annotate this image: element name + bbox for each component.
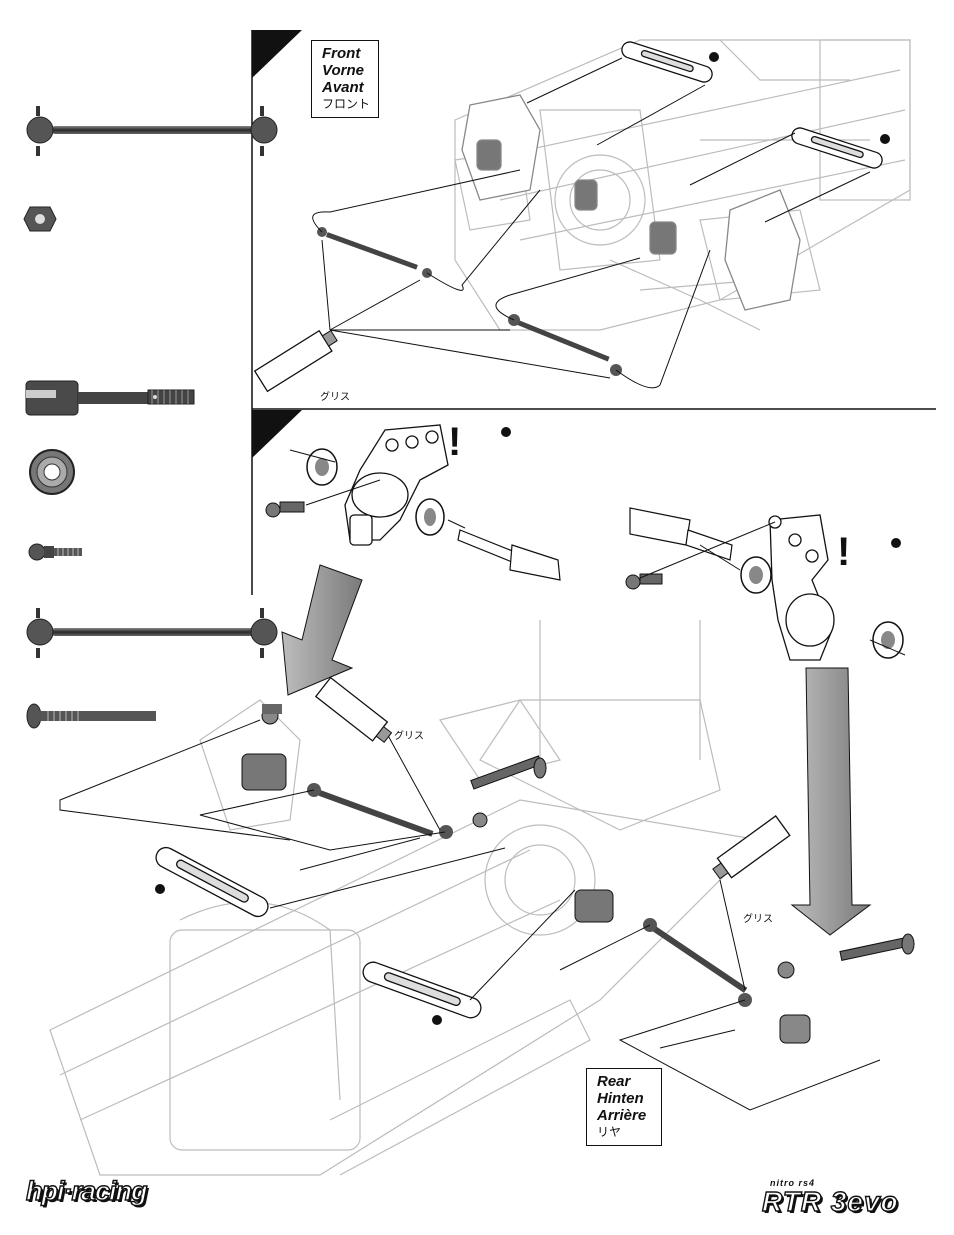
rear-shaft-2	[643, 918, 752, 1007]
axle-cup-icon	[25, 380, 195, 416]
ball-screw-icon	[265, 501, 305, 518]
drive-shaft-icon	[26, 608, 278, 658]
front-shaft-1	[317, 227, 432, 278]
warning-icon: !	[837, 530, 851, 574]
callout-dot	[880, 134, 890, 144]
front-shaft-2	[508, 314, 622, 376]
grease-tube-icon	[314, 676, 393, 743]
front-upper-arm-2	[791, 127, 883, 169]
grease-label-front: グリス	[320, 392, 350, 403]
front-label-fr: Avant	[322, 79, 364, 96]
step-marker-2	[252, 410, 302, 458]
front-label-de: Vorne	[322, 62, 364, 79]
ball-screw-icon	[625, 573, 663, 590]
front-routing-lines	[312, 169, 711, 389]
ball-screw-icon	[28, 543, 82, 561]
left-down-arrow	[281, 564, 363, 696]
rear-arm-left	[155, 846, 269, 918]
knuckle-assembly-left	[344, 424, 449, 546]
axle-cup-icon	[457, 529, 561, 581]
rear-shaft-1	[307, 783, 453, 839]
rtr-logo-sub: nitro rs4	[770, 1178, 816, 1188]
grease-label-rear-left: グリス	[394, 731, 424, 742]
rear-chassis-drawing	[49, 620, 762, 1176]
front-label-en: Front	[322, 45, 361, 62]
front-guide-arrows	[526, 57, 871, 223]
rear-routing-lines	[59, 719, 881, 1111]
hpi-racing-logo: hpi·racing	[25, 1175, 148, 1206]
grease-tube-icon	[253, 329, 338, 393]
rear-hub-right	[472, 812, 811, 1044]
rear-label-en: Rear	[597, 1073, 631, 1090]
rear-arm-right	[362, 961, 482, 1019]
knuckle-assembly-right	[768, 514, 835, 661]
bearing-icon	[306, 448, 445, 536]
long-screw-icon	[26, 703, 156, 729]
rtr-3evo-logo: nitro rs4 RTR 3evo	[761, 1178, 930, 1222]
drive-shaft-icon	[26, 106, 278, 156]
callout-dot	[501, 427, 511, 437]
rear-hub-left	[241, 704, 287, 791]
front-upper-arm-1	[621, 41, 713, 83]
right-down-arrow	[790, 667, 872, 936]
bearing-icon	[740, 556, 904, 659]
step-marker-1	[252, 30, 302, 78]
rear-label-de: Hinten	[597, 1090, 644, 1107]
callout-dot	[155, 884, 165, 894]
rtr-logo-main: RTR 3evo	[761, 1186, 899, 1217]
front-knuckle-right	[574, 179, 801, 311]
rear-label: Rear Hinten Arrière リヤ	[586, 1068, 662, 1146]
rear-label-jp: リヤ	[597, 1125, 622, 1139]
front-chassis-drawing	[454, 39, 911, 331]
front-label-jp: フロント	[322, 97, 371, 111]
front-label: Front Vorne Avant フロント	[311, 40, 380, 118]
long-screw-icon	[470, 755, 915, 961]
nut-icon	[23, 206, 57, 232]
bearing-icon	[29, 449, 75, 495]
axle-cup-icon	[629, 507, 733, 561]
grease-tube-icon	[712, 815, 791, 880]
rear-label-fr: Arrière	[597, 1107, 647, 1124]
grease-label-rear-right: グリス	[743, 914, 773, 925]
callout-dot	[709, 52, 719, 62]
front-knuckle-left	[461, 94, 541, 201]
callout-dot	[432, 1015, 442, 1025]
warning-icon: !	[448, 420, 462, 464]
callout-dot	[891, 538, 901, 548]
step2-guide-lines	[289, 449, 906, 656]
